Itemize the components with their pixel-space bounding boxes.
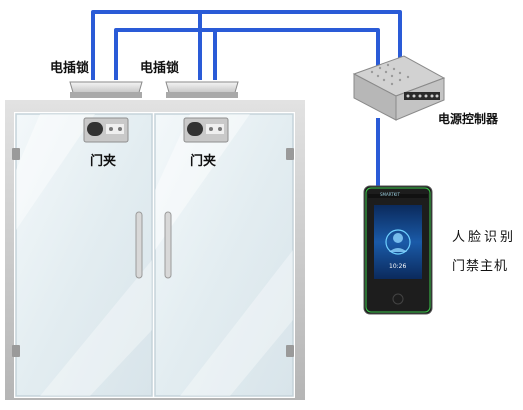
terminal-screen-brand: SMARTKIT <box>380 192 400 197</box>
electric-lock-left-label: 电插锁 <box>50 61 90 76</box>
electric-lock-right <box>165 81 239 98</box>
electric-lock-right-label: 电插锁 <box>140 61 180 76</box>
electric-lock-left <box>69 81 143 98</box>
wire-left-lock-inner <box>114 28 380 80</box>
door-handles <box>135 211 172 279</box>
door-clamp-left <box>83 117 129 143</box>
terminal-screen-time: 10:26 <box>389 263 407 270</box>
face-terminal-label-line1: 人脸识别 <box>452 230 517 245</box>
face-recognition-terminal <box>363 185 433 315</box>
fingerprint-icon <box>392 293 404 305</box>
power-controller-label: 电源控制器 <box>438 112 499 126</box>
glass-door-right <box>154 113 294 397</box>
glass-door-left <box>15 113 153 397</box>
door-clamp-right-label: 门夹 <box>190 154 217 169</box>
door-clamp-left-label: 门夹 <box>90 154 117 169</box>
wires <box>91 10 402 188</box>
door-clamp-right <box>183 117 229 143</box>
wire-left-lock-outer <box>91 10 402 80</box>
power-controller <box>352 55 446 121</box>
door-hinges <box>12 148 294 357</box>
face-terminal-label-line2: 门禁主机 <box>452 259 509 274</box>
